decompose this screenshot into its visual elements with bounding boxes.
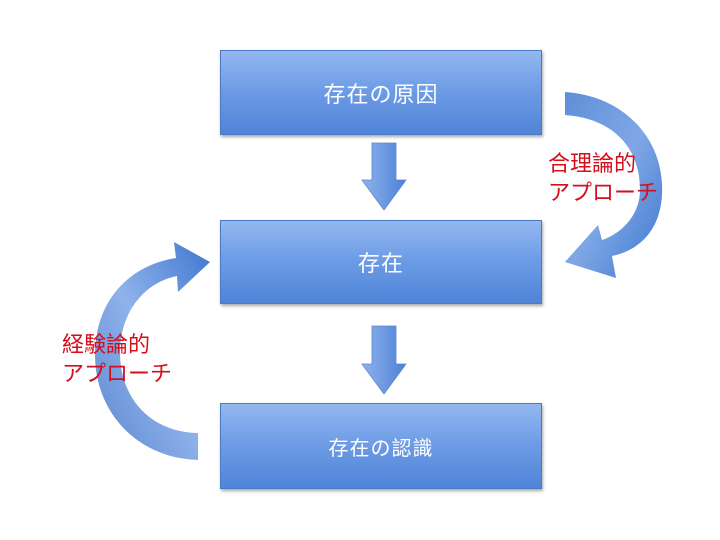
curved-arrow-empirical	[95, 242, 210, 460]
node-label: 存在の認識	[328, 435, 434, 460]
node-existence: 存在	[220, 220, 542, 304]
node-cause-of-existence: 存在の原因	[220, 50, 542, 135]
label-line: アプローチ	[548, 181, 659, 206]
label-line: 合理論的	[548, 152, 637, 177]
rational-approach-label: 合理論的 アプローチ	[548, 150, 658, 208]
empirical-approach-label: 経験論的 アプローチ	[62, 331, 172, 389]
down-arrow-cause-to-existence	[361, 142, 407, 211]
label-line: 経験論的	[62, 333, 151, 358]
curved-arrow-rational	[565, 92, 663, 278]
down-arrow-existence-to-cognition	[361, 325, 407, 395]
node-label: 存在	[357, 252, 404, 277]
node-cognition-of-existence: 存在の認識	[220, 403, 542, 489]
node-label: 存在の原因	[323, 82, 439, 108]
label-line: アプローチ	[62, 362, 173, 387]
